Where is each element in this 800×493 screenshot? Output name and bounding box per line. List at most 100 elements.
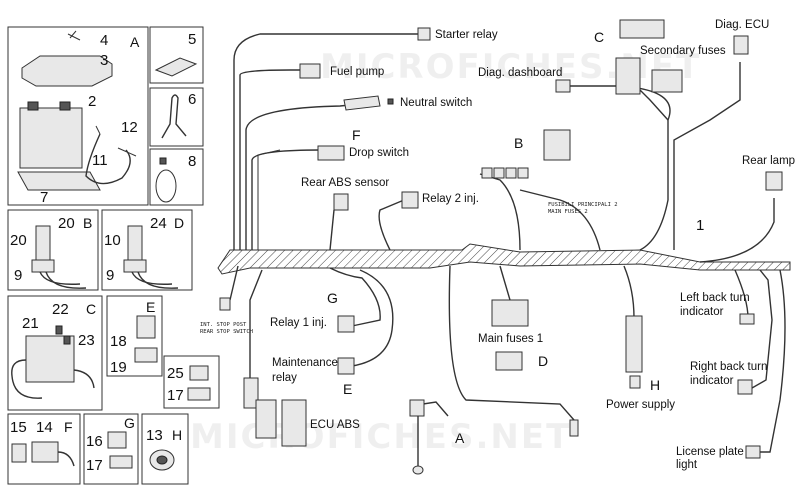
group-letter-a-panel: A xyxy=(130,34,140,50)
panel-battery: 4 A 3 2 12 11 7 xyxy=(7,26,149,206)
callout-1: 1 xyxy=(696,217,704,234)
connector-fuel-pump xyxy=(299,63,321,79)
panel-5: 5 xyxy=(149,26,204,84)
component-main-fuses-1 xyxy=(491,299,529,371)
callout-13: 13 xyxy=(146,427,163,444)
connector-ecu-abs xyxy=(243,377,307,447)
label-maintenance-relay-line2: relay xyxy=(272,372,297,384)
panel-d: 24 D 10 9 xyxy=(101,209,193,291)
callout-25: 25 xyxy=(167,365,184,382)
connector-relay-1-inj xyxy=(337,315,355,333)
group-letter-c-panel: C xyxy=(86,301,96,317)
panel-c: 22 C 21 23 xyxy=(7,295,103,411)
label-fusibili-line2: MAIN FUSES 2 xyxy=(548,209,588,215)
panel-g: G 16 17 xyxy=(83,413,139,485)
callout-12: 12 xyxy=(121,119,138,136)
main-harness xyxy=(217,33,791,453)
callout-17-b: 17 xyxy=(86,457,103,474)
label-right-back-turn-line1: Right back turn xyxy=(690,361,767,373)
component-secondary-fuses xyxy=(615,19,683,95)
connector-drop-switch xyxy=(317,145,345,161)
label-relay-2-inj: Relay 2 inj. xyxy=(422,193,479,205)
callout-5: 5 xyxy=(188,31,196,48)
panel-b: 20 B 20 9 xyxy=(7,209,99,291)
label-right-back-turn-line2: indicator xyxy=(690,375,734,387)
panel-f: 15 14 F xyxy=(7,413,81,485)
panel-6: 6 xyxy=(149,87,204,147)
group-letter-f-panel: F xyxy=(64,419,73,435)
group-letter-a: A xyxy=(455,430,465,446)
connector-diag-ecu xyxy=(733,35,749,55)
callout-19: 19 xyxy=(110,359,127,376)
callout-11: 11 xyxy=(92,152,108,169)
component-main-fuses-2 xyxy=(481,129,571,179)
label-diag-dashboard: Diag. dashboard xyxy=(478,67,562,79)
panel-h: 13 H xyxy=(141,413,189,485)
panel-e: E 18 19 xyxy=(106,295,163,377)
group-letter-e-panel: E xyxy=(146,299,155,315)
label-fusibili-line1: FUSIBILI PRINCIPALI 2 xyxy=(548,202,618,208)
callout-9-d: 9 xyxy=(106,267,114,284)
group-letter-c: C xyxy=(594,29,604,45)
connector-relay-2-inj xyxy=(401,191,419,209)
label-license-plate-line1: License plate xyxy=(676,446,744,458)
label-left-back-turn-line2: indicator xyxy=(680,306,724,318)
callout-7: 7 xyxy=(40,189,48,206)
label-main-fuses-1: Main fuses 1 xyxy=(478,333,543,345)
connector-left-back-turn xyxy=(739,313,755,325)
label-ecu-abs: ECU ABS xyxy=(310,419,360,431)
callout-23: 23 xyxy=(78,332,95,349)
group-letter-d: D xyxy=(538,353,548,369)
connector-maintenance-relay xyxy=(337,357,355,375)
connector-rear-lamp xyxy=(765,171,783,191)
label-diag-ecu: Diag. ECU xyxy=(715,19,769,31)
callout-9-b: 9 xyxy=(14,267,22,284)
connector-rear-abs-sensor xyxy=(333,193,349,211)
component-rear-stop-switch xyxy=(219,297,231,311)
callout-14: 14 xyxy=(36,419,53,436)
connector-right-back-turn xyxy=(737,379,753,395)
callout-18: 18 xyxy=(110,333,127,350)
callout-21: 21 xyxy=(22,315,39,332)
group-letter-b: B xyxy=(514,135,523,151)
panel-8: 8 xyxy=(149,148,204,206)
label-power-supply: Power supply xyxy=(606,399,675,411)
label-maintenance-relay-line1: Maintenance xyxy=(272,357,338,369)
panel-25: 25 17 xyxy=(163,355,220,409)
callout-3: 3 xyxy=(100,52,108,69)
label-neutral-switch: Neutral switch xyxy=(400,97,472,109)
group-letter-h-panel: H xyxy=(172,427,182,443)
label-left-back-turn-line1: Left back turn xyxy=(680,292,750,304)
callout-6: 6 xyxy=(188,91,196,108)
callout-4: 4 xyxy=(100,32,108,49)
label-drop-switch: Drop switch xyxy=(349,147,409,159)
watermark-bottom: MICROFICHES.NET xyxy=(190,417,571,457)
connector-neutral-switch xyxy=(343,95,394,111)
label-int-stop-post-line2: REAR STOP SWITCH xyxy=(200,329,253,335)
group-letter-h: H xyxy=(650,377,660,393)
group-letter-e: E xyxy=(343,381,352,397)
callout-8: 8 xyxy=(188,153,196,170)
label-rear-abs-sensor: Rear ABS sensor xyxy=(301,177,389,189)
callout-17-a: 17 xyxy=(167,387,184,404)
callout-22: 22 xyxy=(52,301,69,318)
callout-10-d: 10 xyxy=(104,232,121,249)
callout-16: 16 xyxy=(86,433,103,450)
connector-license-plate xyxy=(745,445,761,459)
callout-15: 15 xyxy=(10,419,27,436)
label-int-stop-post-line1: INT. STOP POST xyxy=(200,322,247,328)
label-license-plate-line2: light xyxy=(676,459,698,471)
callout-2: 2 xyxy=(88,93,96,110)
callout-20-b2: 20 xyxy=(10,232,27,249)
component-battery-cable-a xyxy=(409,399,579,475)
label-rear-lamp: Rear lamp xyxy=(742,155,795,167)
component-power-supply xyxy=(625,315,643,389)
group-letter-d-panel: D xyxy=(174,215,184,231)
label-relay-1-inj: Relay 1 inj. xyxy=(270,317,327,329)
callout-20-b: 20 xyxy=(58,215,75,232)
group-letter-g: G xyxy=(327,290,338,306)
connector-diag-dashboard xyxy=(555,79,571,93)
callout-24-d: 24 xyxy=(150,215,167,232)
